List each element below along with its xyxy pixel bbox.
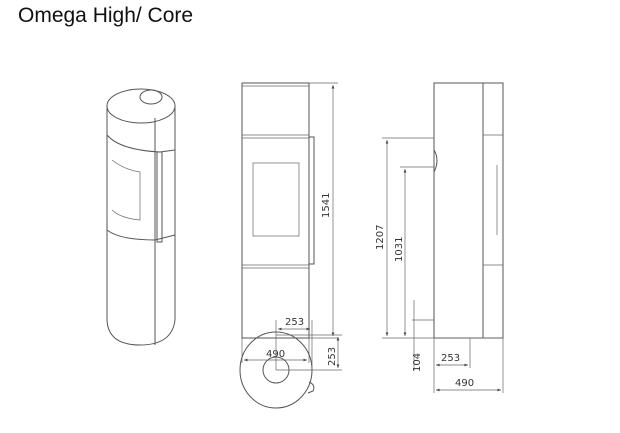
dim-side-height-top: 1207	[375, 225, 386, 250]
page-title: Omega High/ Core	[18, 4, 194, 27]
side-view	[382, 82, 504, 393]
dim-top-offset-y: 253	[327, 347, 338, 366]
dim-side-bottom: 104	[412, 353, 423, 372]
perspective-view	[106, 88, 176, 346]
dim-side-width: 490	[455, 378, 474, 389]
dim-front-width: 490	[266, 349, 285, 360]
top-view	[239, 320, 342, 409]
dim-side-height-mid: 1031	[394, 237, 405, 262]
dim-top-offset-x: 253	[285, 317, 304, 328]
front-view	[241, 82, 338, 363]
dim-front-height: 1541	[321, 193, 332, 218]
dim-side-offset: 253	[441, 353, 460, 364]
